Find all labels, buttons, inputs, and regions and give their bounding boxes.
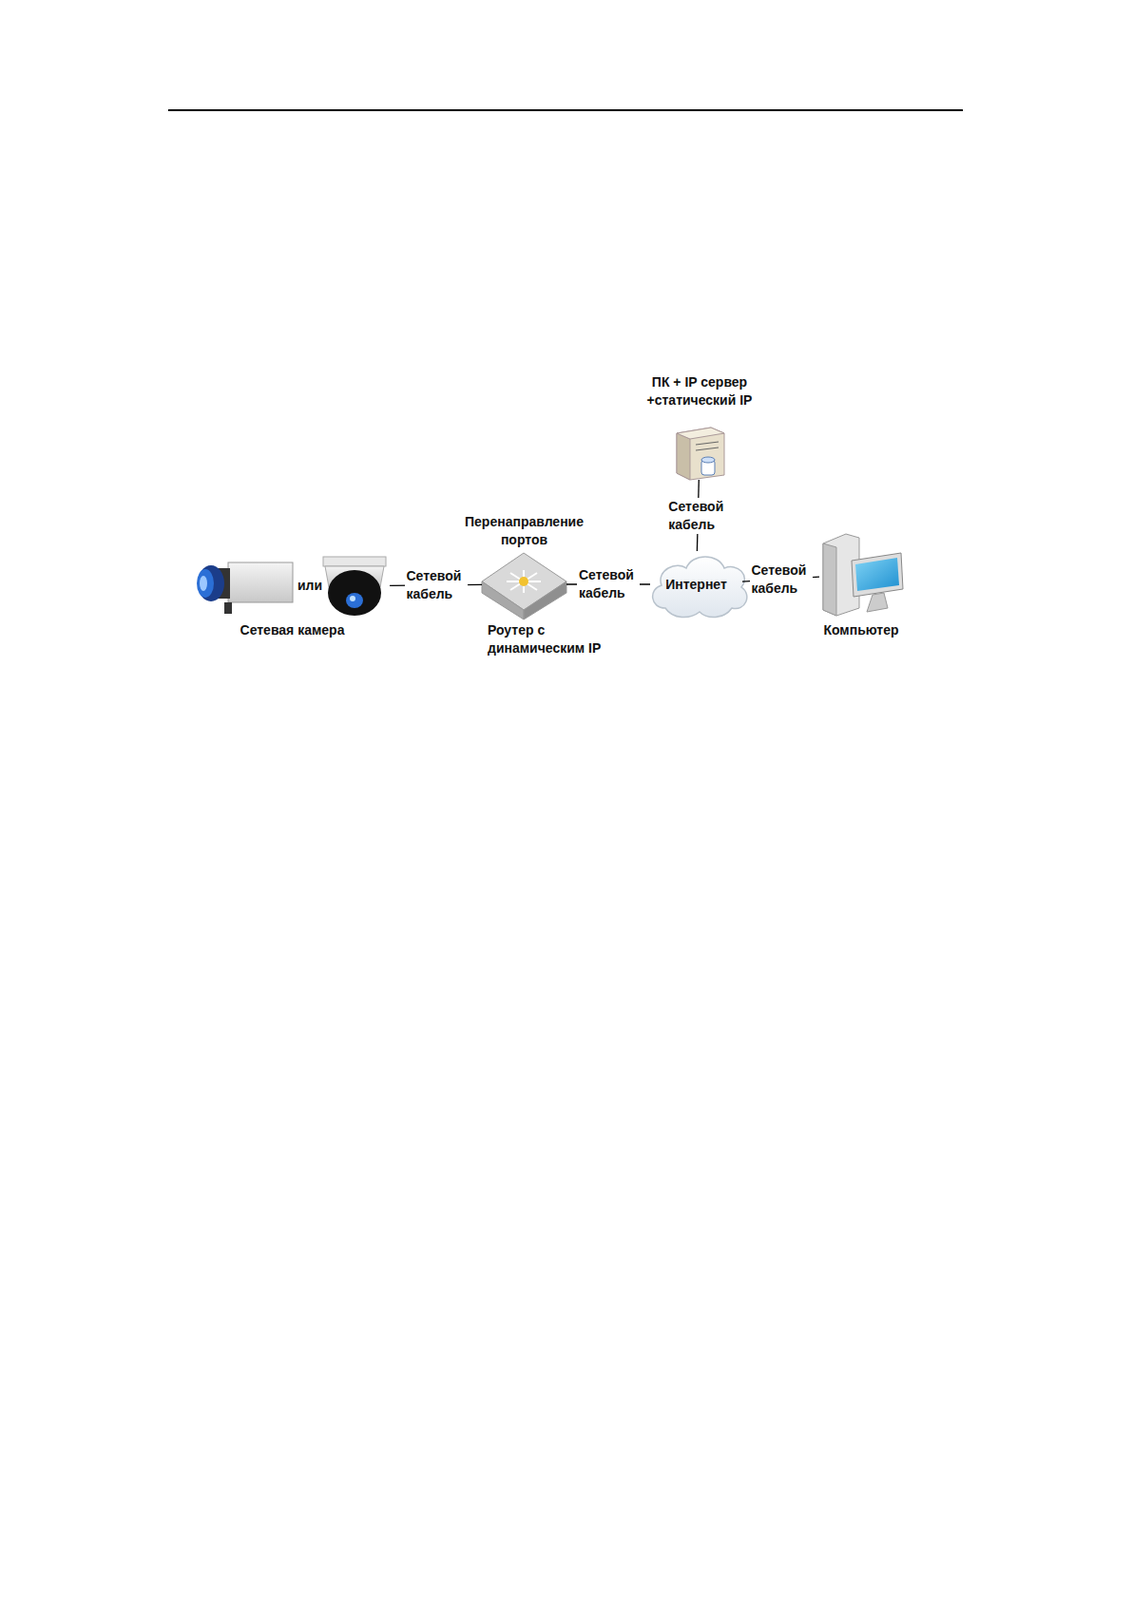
edge-label: Сетевой кабель [666, 498, 730, 535]
router-node: Перенаправление портовРоутер с динамичес… [481, 551, 567, 618]
node-label: Сетевая камера [221, 621, 365, 640]
node-label: Роутер с динамическим IP [487, 621, 612, 658]
node-label: ПК + IP сервер +статический IP [637, 373, 762, 410]
edge-label: Сетевой кабель [576, 566, 640, 603]
internet-cloud [652, 556, 748, 618]
header-rule [168, 109, 963, 112]
edge-label: Сетевой кабель [749, 561, 813, 598]
node-label: Компьютер [808, 621, 914, 640]
computer-node: Компьютер [819, 533, 903, 616]
edge-label: Сетевой кабель [404, 567, 468, 604]
node-label: Перенаправление портов [458, 513, 592, 550]
computer-icon [823, 534, 903, 616]
box-camera-icon [196, 562, 293, 614]
router-icon [481, 553, 567, 620]
node-label: Интернет [653, 575, 740, 595]
server-icon [676, 427, 725, 480]
camera-node: Сетевая камера [194, 556, 390, 618]
internet-node: Интернет [650, 551, 743, 618]
server-node: ПК + IP сервер +статический IP [671, 426, 728, 480]
text-label: или [297, 576, 323, 595]
dome-camera-icon [323, 556, 386, 616]
